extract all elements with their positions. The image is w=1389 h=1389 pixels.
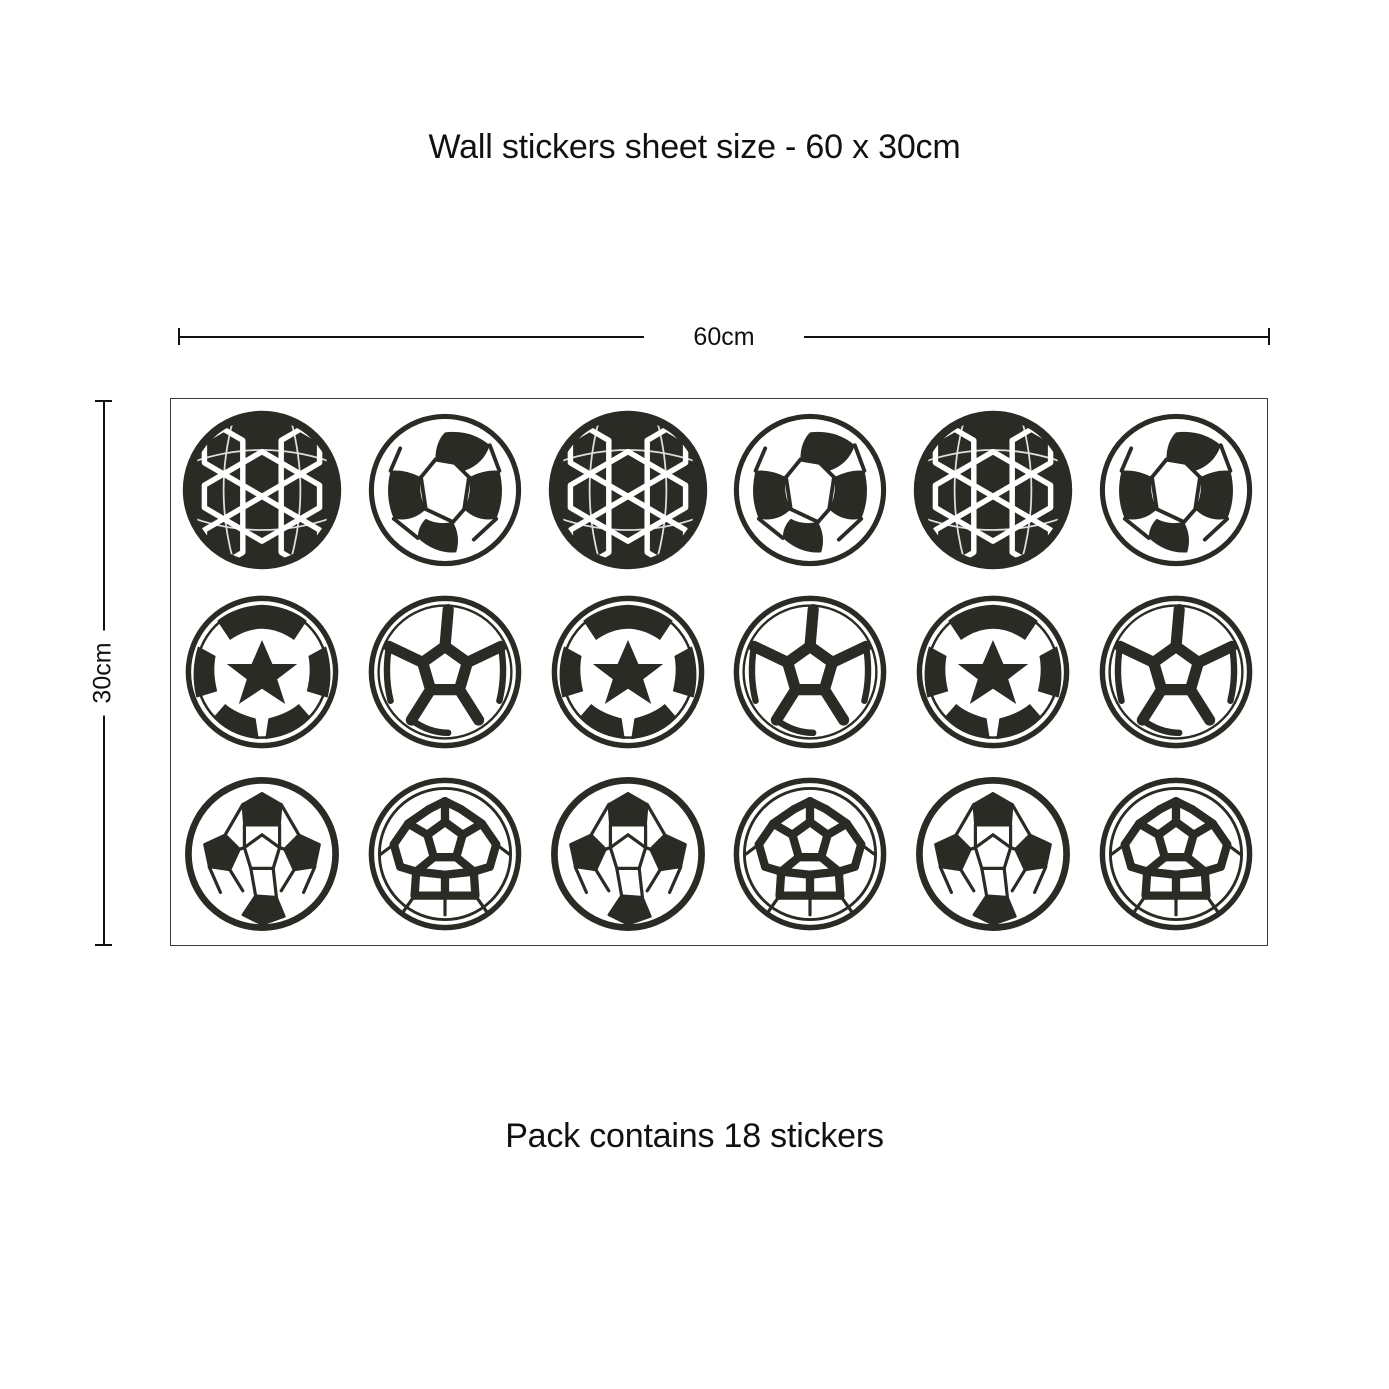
sticker-star-panel-football [548, 592, 708, 752]
sticker-hex-mesh-dark-football [913, 410, 1073, 570]
sticker-classic-white-panel-football [365, 410, 525, 570]
height-dimension-bottom-rule [103, 714, 105, 946]
sticker-hex-mesh-dark-football [182, 410, 342, 570]
width-dimension-label: 60cm [680, 320, 768, 354]
sticker-net-pattern-football [1096, 774, 1256, 934]
sticker-grid [171, 399, 1267, 945]
sticker-star-panel-football [913, 592, 1073, 752]
page-title: Wall stickers sheet size - 60 x 30cm [428, 128, 961, 166]
sticker-hex-mesh-dark-football [548, 410, 708, 570]
sticker-thick-seam-outline-football [365, 592, 525, 752]
height-dimension-bottom-tick [95, 944, 112, 946]
sticker-classic-pentagon-football [548, 774, 708, 934]
pack-contents-note: Pack contains 18 stickers [505, 1117, 884, 1155]
width-dimension-right-tick [1268, 328, 1270, 345]
width-dimension-callout: 60cm [178, 320, 1270, 354]
sticker-sheet [170, 398, 1268, 946]
sticker-star-panel-football [182, 592, 342, 752]
sticker-net-pattern-football [365, 774, 525, 934]
height-dimension-callout: 30cm [86, 400, 120, 946]
height-dimension-top-rule [103, 400, 105, 632]
sticker-net-pattern-football [730, 774, 890, 934]
sticker-thick-seam-outline-football [730, 592, 890, 752]
sticker-classic-pentagon-football [182, 774, 342, 934]
sticker-classic-pentagon-football [913, 774, 1073, 934]
sticker-thick-seam-outline-football [1096, 592, 1256, 752]
height-dimension-label: 30cm [88, 630, 118, 716]
width-dimension-left-rule [178, 336, 644, 338]
width-dimension-right-rule [804, 336, 1270, 338]
sticker-classic-white-panel-football [730, 410, 890, 570]
sticker-classic-white-panel-football [1096, 410, 1256, 570]
